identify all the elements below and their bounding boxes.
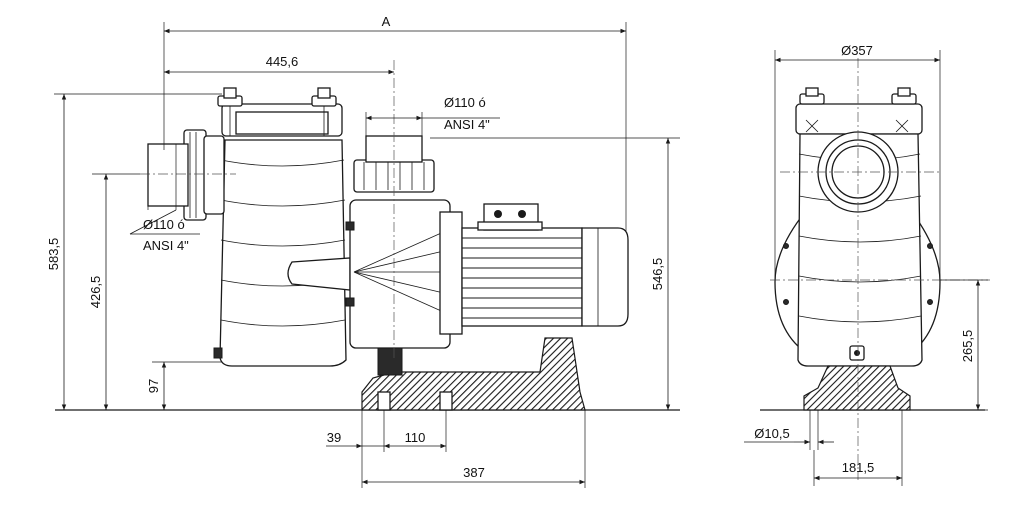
dim-inlet-pipe-l1: Ø110 ó (143, 217, 185, 232)
dim-foot-offset: 39 (327, 430, 341, 445)
dim-overall-length: A (382, 14, 391, 29)
dim-shaft-height: 265,5 (960, 330, 975, 363)
side-view (55, 60, 680, 411)
dim-outlet-pipe-l2: ANSI 4" (444, 117, 490, 132)
dim-overall-height: 583,5 (46, 238, 61, 271)
dim-pump-diameter: Ø357 (841, 43, 873, 58)
pump-base (361, 337, 586, 411)
dim-outlet-pipe-l1: Ø110 ó (444, 95, 486, 110)
front-pump-base (803, 365, 911, 411)
dim-foot-hole-spacing: 110 (405, 430, 426, 445)
pump-volute (287, 135, 463, 349)
front-view (760, 58, 990, 480)
pump-motor (461, 203, 629, 327)
dim-outlet-height: 546,5 (650, 258, 665, 291)
side-dimensions: A 445,6 Ø110 ó ANSI 4" Ø110 ó ANSI 4" 58… (46, 14, 680, 488)
dim-inlet-pipe-l2: ANSI 4" (143, 238, 189, 253)
dim-inlet-position: 445,6 (266, 54, 299, 69)
strainer-housing (147, 87, 347, 367)
front-dimensions: Ø357 265,5 Ø10,5 181,5 (744, 43, 988, 486)
dim-inlet-height: 426,5 (88, 276, 103, 309)
dim-drain-height: 97 (146, 379, 161, 393)
front-pump-body (795, 87, 923, 367)
dim-foot-hole-diameter: Ø10,5 (754, 426, 789, 441)
dim-base-length: 387 (463, 465, 485, 480)
dim-foot-width: 181,5 (842, 460, 875, 475)
